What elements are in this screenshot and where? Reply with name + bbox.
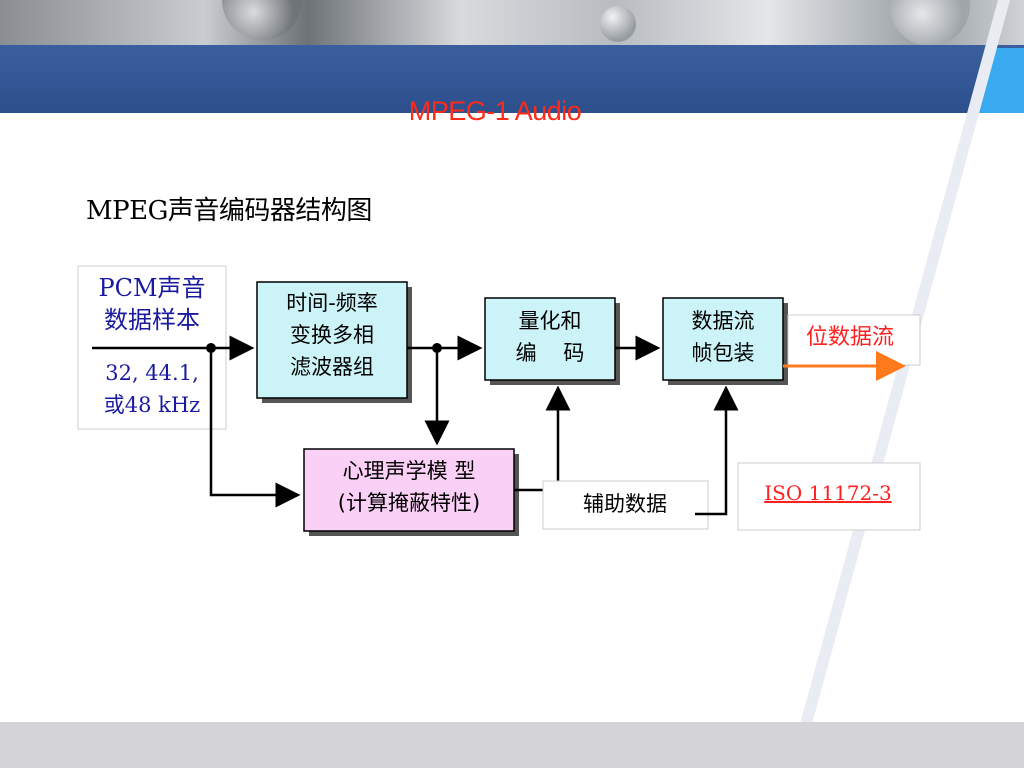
diagonal-stripe xyxy=(788,0,1010,768)
filter-bank-box: 时间-频率 变换多相 滤波器组 xyxy=(256,281,412,403)
filter-bank-line3: 滤波器组 xyxy=(290,355,374,379)
footer-bar xyxy=(0,722,1024,768)
input-label-line4: 或48 kHz xyxy=(104,393,201,417)
ancillary-to-framing-arrow xyxy=(695,385,739,516)
output-label: 位数据流 xyxy=(806,325,894,350)
ancillary-box: 辅助数据 xyxy=(542,480,709,530)
filter-bank-line2: 变换多相 xyxy=(290,323,374,347)
psycho-line1: 心理声学模 型 xyxy=(343,459,476,483)
output-box: 位数据流 xyxy=(787,314,921,366)
ancillary-label: 辅助数据 xyxy=(583,492,667,516)
header-photo-strip xyxy=(0,0,1024,48)
header-blue-band xyxy=(0,45,1024,113)
input-label-line2: 数据样本 xyxy=(104,306,200,334)
quantizer-box: 量化和 编 码 xyxy=(484,297,620,385)
input-label-line1: PCM声音 xyxy=(98,274,205,302)
framing-box: 数据流 帧包装 xyxy=(662,297,788,385)
psycho-to-quantizer-arrow xyxy=(514,385,571,492)
framing-line1: 数据流 xyxy=(692,309,755,333)
filter-bank-line1: 时间-频率 xyxy=(286,291,378,315)
psycho-line2: (计算掩蔽特性) xyxy=(338,491,480,515)
water-drop-decoration xyxy=(600,6,636,42)
quantizer-line2: 编 码 xyxy=(516,341,585,365)
input-label-line3: 32, 44.1, xyxy=(105,361,199,385)
psycho-model-box: 心理声学模 型 (计算掩蔽特性) xyxy=(303,448,519,536)
standard-label: ISO 11172-3 xyxy=(764,481,891,505)
framing-line2: 帧包装 xyxy=(692,341,755,365)
quantizer-line1: 量化和 xyxy=(519,309,582,333)
standard-box: ISO 11172-3 xyxy=(737,462,921,531)
branch-to-psycho-arrow xyxy=(209,348,301,508)
diagram-heading: MPEG声音编码器结构图 xyxy=(86,196,372,226)
slide-title: MPEG-1 Audio xyxy=(408,96,582,126)
